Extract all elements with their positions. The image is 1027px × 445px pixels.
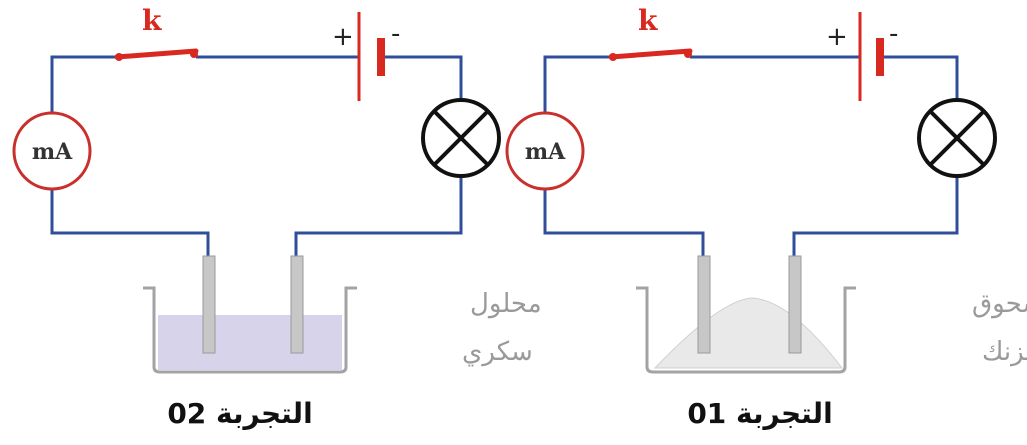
milliammeter-icon xyxy=(12,111,92,191)
wire-left-lower xyxy=(50,190,210,257)
wire-left-lower xyxy=(543,190,705,257)
battery-icon xyxy=(357,12,385,101)
substance-label-line1: مسحوق xyxy=(972,289,1027,319)
wire-right-lower xyxy=(294,176,463,257)
wire-right-lower xyxy=(792,176,959,257)
experiment-02-circuit: k + - mA محلول سكري التجربة 02 xyxy=(12,4,542,430)
wire-top-left xyxy=(543,55,612,113)
battery-icon xyxy=(858,12,884,101)
switch-k-label: k xyxy=(142,4,162,37)
zinc-powder-pile xyxy=(653,297,844,369)
lamp-icon xyxy=(421,98,501,178)
electrode-right xyxy=(788,255,802,354)
wire-top-left xyxy=(50,55,118,113)
wire-top-right xyxy=(385,55,463,100)
milliammeter-label: mA xyxy=(32,139,73,165)
beaker-icon xyxy=(143,286,357,374)
substance-label-line2: كلور الزنك xyxy=(982,337,1027,367)
experiment-02-title: التجربة 02 xyxy=(167,397,312,430)
battery-plus-label: + xyxy=(826,22,848,52)
switch-k xyxy=(114,48,199,61)
substance-label-line1: محلول xyxy=(470,289,542,319)
battery-minus-label: - xyxy=(889,19,898,49)
milliammeter-icon xyxy=(505,111,585,191)
beaker-icon xyxy=(636,286,856,374)
electrode-left xyxy=(202,255,216,354)
lamp-icon xyxy=(917,98,997,178)
electrode-left xyxy=(697,255,711,354)
electrode-right xyxy=(290,255,304,354)
switch-k xyxy=(608,48,693,61)
battery-minus-label: - xyxy=(391,19,400,49)
experiment-01-title: التجربة 01 xyxy=(687,397,832,430)
switch-k-label: k xyxy=(638,4,658,37)
battery-plus-label: + xyxy=(332,22,354,52)
wire-top-right xyxy=(884,55,959,100)
sugar-solution-fill xyxy=(158,315,342,370)
substance-label-line2: سكري xyxy=(462,337,533,367)
milliammeter-label: mA xyxy=(525,139,566,165)
experiment-01-circuit: k + - mA مسحوق كلور الزنك التجربة 01 xyxy=(505,4,1027,430)
